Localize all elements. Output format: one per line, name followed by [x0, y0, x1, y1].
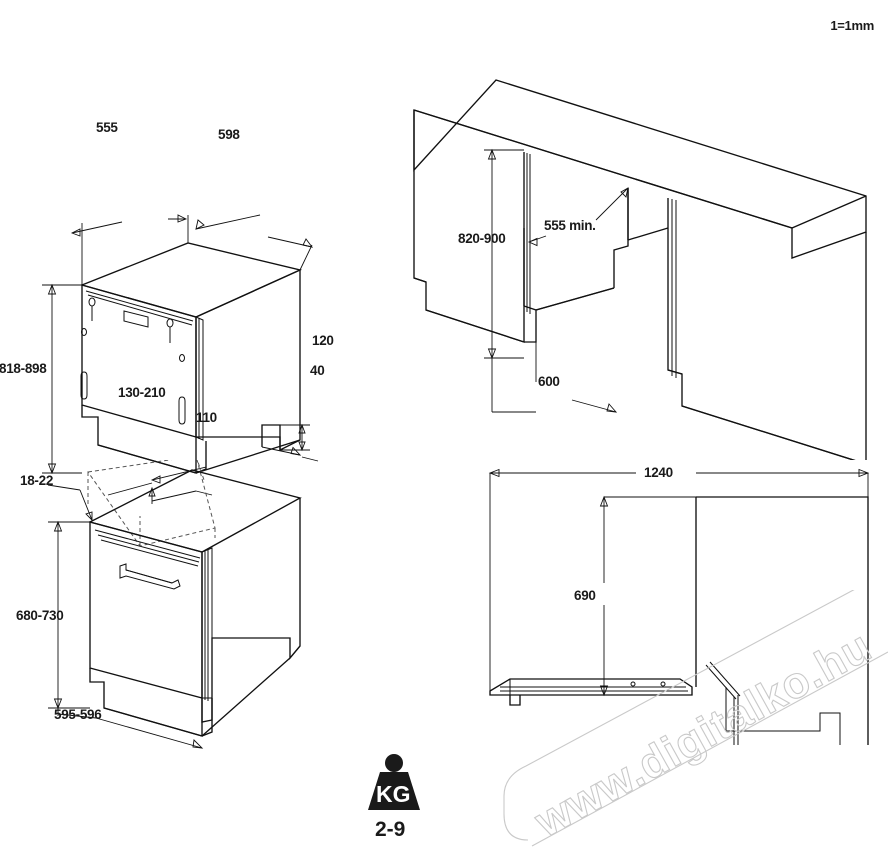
dim-1240: 1240	[644, 465, 673, 480]
dim-120: 120	[312, 333, 334, 348]
dim-600: 600	[538, 374, 560, 389]
dim-555-min: 555 min.	[544, 218, 596, 233]
dim-820-900: 820-900	[458, 231, 505, 246]
view-top-right-cabinet-niche: 820-900 555 min. 600	[413, 79, 867, 460]
dim-690: 690	[574, 588, 596, 603]
weight-kg-icon	[368, 754, 420, 810]
watermark-text: www.digitalko.hu	[526, 622, 880, 848]
dim-555: 555	[96, 120, 118, 135]
dim-18-22: 18-22	[20, 473, 53, 488]
dim-130-210: 130-210	[118, 385, 165, 400]
weight-range-label: 2-9	[375, 818, 405, 841]
dim-680-730: 680-730	[16, 608, 63, 623]
weight-badge: KG 2-9	[368, 754, 420, 841]
view-bottom-left-door-panel: 18-22 680-730 595-596	[16, 460, 302, 749]
view-top-left-appliance-body: 555 598 818-898 120 40 130-210	[0, 120, 334, 504]
watermark: www.digitalko.hu	[503, 590, 888, 848]
dim-595-596: 595-596	[54, 707, 102, 722]
dim-110: 110	[196, 410, 217, 425]
scale-note: 1=1mm	[830, 18, 874, 33]
view-bottom-right-door-open: 1240 690	[488, 461, 870, 745]
dim-818-898: 818-898	[0, 361, 47, 376]
weight-unit-label: KG	[376, 781, 411, 807]
dim-598: 598	[218, 127, 240, 142]
dim-40: 40	[310, 363, 324, 378]
